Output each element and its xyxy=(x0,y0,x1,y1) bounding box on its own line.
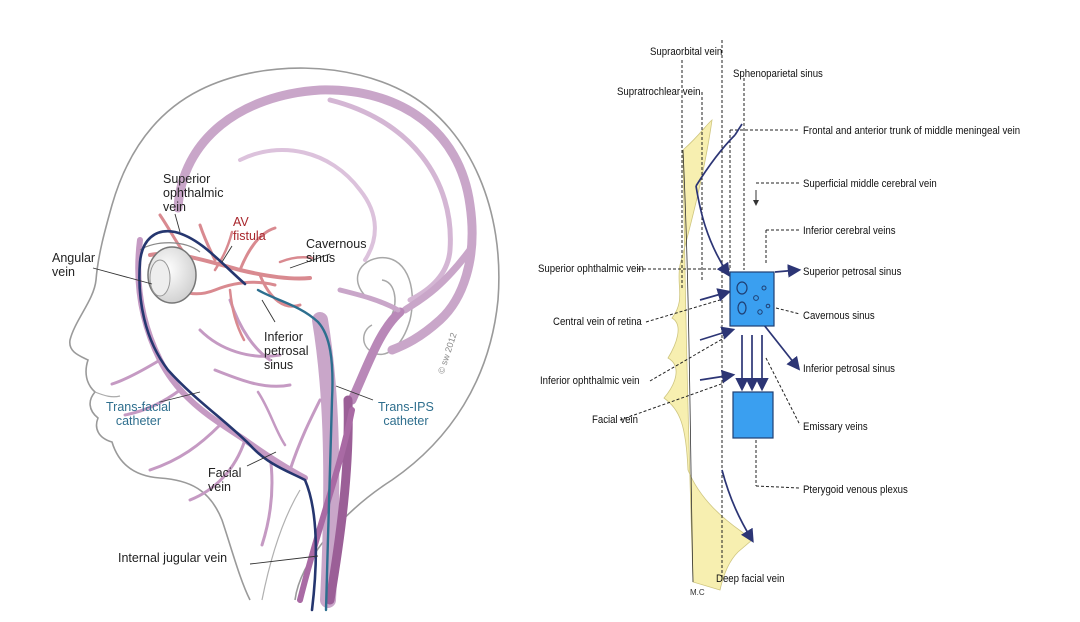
label-superior-ophthalmic-vein-r: Superior ophthalmic vein xyxy=(538,263,644,275)
label-superficial-middle-cerebral: Superficial middle cerebral vein xyxy=(803,178,937,190)
label-inferior-ophthalmic-vein: Inferior ophthalmic vein xyxy=(540,375,640,387)
label-facial-vein: Facial vein xyxy=(208,466,242,494)
artist-signature: M.C xyxy=(690,588,705,597)
label-cavernous-sinus-r: Cavernous sinus xyxy=(803,310,875,322)
label-frontal-meningeal: Frontal and anterior trunk of middle men… xyxy=(803,125,1021,137)
pterygoid-plexus-box xyxy=(732,391,774,439)
label-inferior-cerebral-veins: Inferior cerebral veins xyxy=(803,225,896,237)
head-profile-outline xyxy=(69,67,500,601)
label-trans-facial-catheter: Trans-facial catheter xyxy=(106,400,171,428)
label-trans-ips-catheter: Trans-IPS catheter xyxy=(378,400,434,428)
label-superior-petrosal-sinus: Superior petrosal sinus xyxy=(803,266,902,278)
label-superior-ophthalmic-vein: Superior ophthalmic vein xyxy=(163,172,224,214)
label-supraorbital-vein: Supraorbital vein xyxy=(650,46,723,58)
eye xyxy=(139,242,201,304)
venous-drainage-schematic xyxy=(530,0,1080,622)
label-emissary-veins: Emissary veins xyxy=(803,421,868,433)
label-inferior-petrosal-sinus-r: Inferior petrosal sinus xyxy=(803,363,895,375)
trans-facial-catheter-line xyxy=(138,229,318,612)
facial-vein-network xyxy=(110,237,322,547)
label-pterygoid-plexus: Pterygoid venous plexus xyxy=(803,484,908,496)
label-inferior-petrosal-sinus: Inferior petrosal sinus xyxy=(264,330,309,372)
cavernous-sinus-box xyxy=(729,271,775,327)
label-supratrochlear-vein: Supratrochlear vein xyxy=(617,86,701,98)
label-sphenoparietal-sinus: Sphenoparietal sinus xyxy=(733,68,823,80)
label-internal-jugular-vein: Internal jugular vein xyxy=(118,551,228,565)
label-leader-lines xyxy=(92,213,374,565)
label-facial-vein-r: Facial vein xyxy=(592,414,638,426)
trans-ips-catheter-line xyxy=(256,288,334,612)
head-venous-anatomy-illustration xyxy=(0,0,530,622)
label-deep-facial-vein: Deep facial vein xyxy=(716,573,785,585)
ear xyxy=(356,257,414,356)
label-central-vein-retina: Central vein of retina xyxy=(553,316,642,328)
label-cavernous-sinus: Cavernous sinus xyxy=(306,237,367,265)
label-angular-vein: Angular vein xyxy=(52,251,96,279)
label-av-fistula: AV fistula xyxy=(233,215,266,243)
